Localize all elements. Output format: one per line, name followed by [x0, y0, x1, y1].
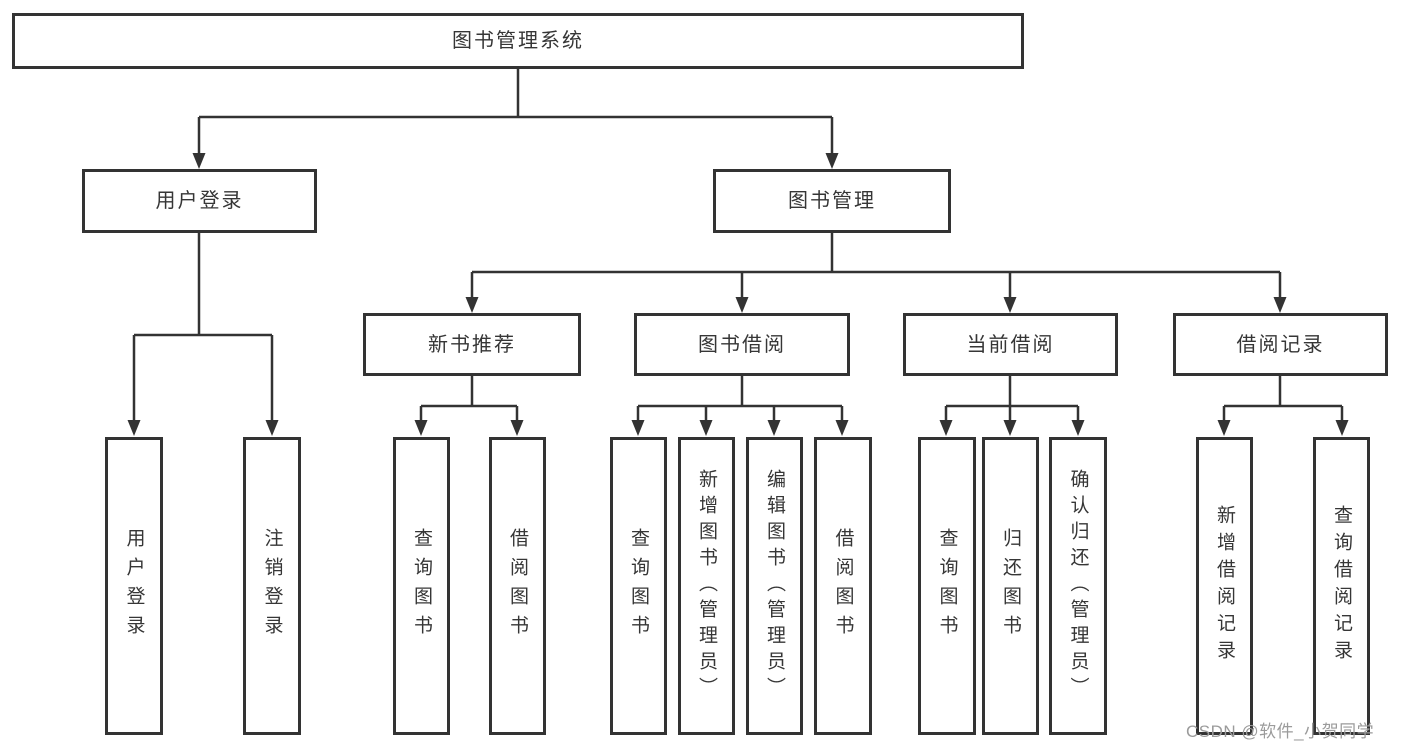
leaf-query-books: 查询图书 — [393, 437, 450, 735]
leaf-logout: 注销登录 — [243, 437, 301, 735]
node-library-management-system: 图书管理系统 — [12, 13, 1024, 69]
leaf-query-borrow-record: 查询借阅记录 — [1313, 437, 1370, 735]
leaf-borrow-books: 借阅图书 — [489, 437, 546, 735]
leaf-add-borrow-record: 新增借阅记录 — [1196, 437, 1253, 735]
leaf-return-books: 归还图书 — [982, 437, 1039, 735]
leaf-edit-books-admin: 编辑图书（管理员） — [746, 437, 803, 735]
leaf-query-books: 查询图书 — [918, 437, 976, 735]
leaf-user-login: 用户登录 — [105, 437, 163, 735]
node-book-borrow: 图书借阅 — [634, 313, 850, 376]
leaf-confirm-return-admin: 确认归还（管理员） — [1049, 437, 1107, 735]
node-borrow-record: 借阅记录 — [1173, 313, 1388, 376]
node-book-management: 图书管理 — [713, 169, 951, 233]
node-current-borrow: 当前借阅 — [903, 313, 1118, 376]
leaf-add-books-admin: 新增图书（管理员） — [678, 437, 735, 735]
leaf-query-books: 查询图书 — [610, 437, 667, 735]
node-user-login: 用户登录 — [82, 169, 317, 233]
csdn-watermark: CSDN @软件_小贺同学 — [1186, 722, 1375, 741]
leaf-borrow-books: 借阅图书 — [814, 437, 872, 735]
node-new-book-recommend: 新书推荐 — [363, 313, 581, 376]
